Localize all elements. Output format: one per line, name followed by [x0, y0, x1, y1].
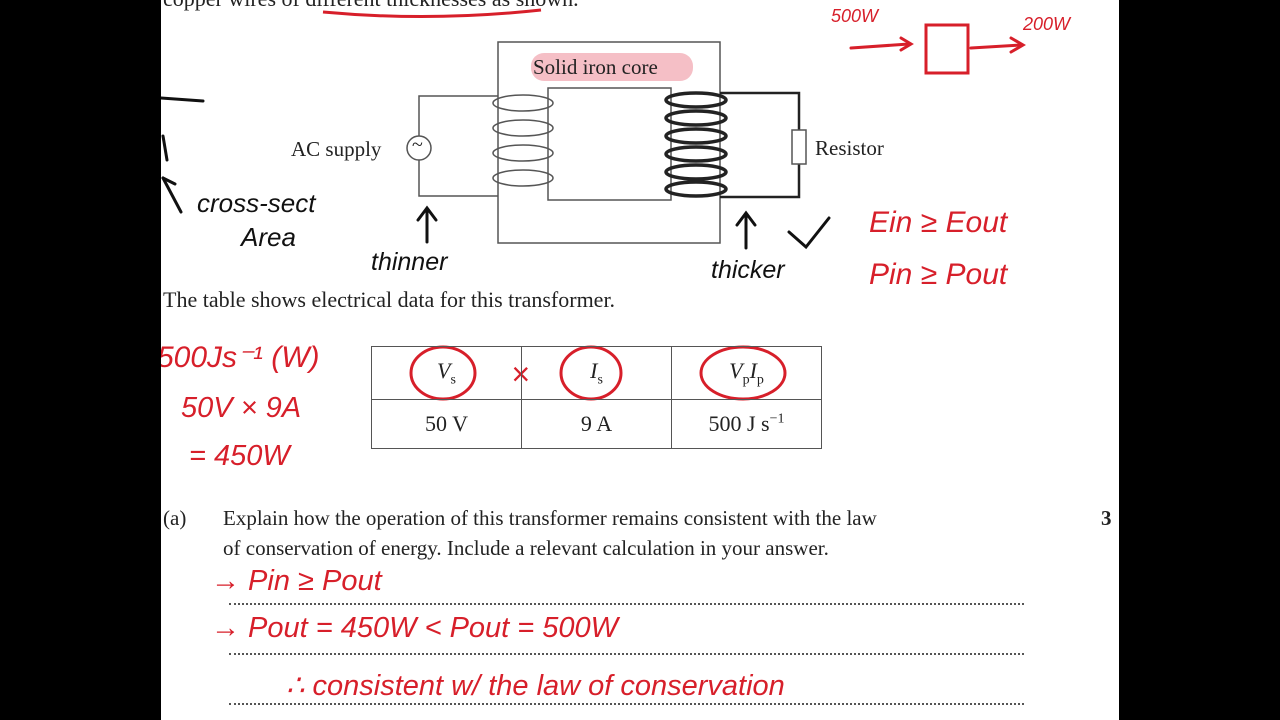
- hand-answer-3: ∴ consistent w/ the law of conservation: [286, 670, 785, 702]
- value-is: 9 A: [521, 399, 672, 449]
- hand-calc-result: = 450W: [189, 440, 290, 472]
- hand-calc-step: 50V × 9A: [181, 392, 302, 424]
- header-is: Is: [521, 346, 672, 400]
- answer-line-3: [229, 703, 1024, 705]
- value-power: 500 J s−1: [671, 399, 822, 449]
- hand-calc-unit: 500Js⁻¹ (W): [161, 341, 320, 374]
- hand-cross-section: cross-sect: [197, 188, 316, 218]
- hand-thinner: thinner: [371, 248, 448, 276]
- hand-power-relation: Pin ≥ Pout: [869, 258, 1008, 291]
- question-label: (a): [163, 506, 187, 530]
- top-line-text: copper wires of different thicknesses as…: [163, 0, 579, 12]
- table-header-row: Vs Is VpIp: [371, 346, 822, 400]
- hand-thicker: thicker: [711, 256, 785, 284]
- hand-energy-relation: Ein ≥ Eout: [869, 206, 1008, 239]
- supply-label: AC supply: [291, 137, 382, 161]
- question-marks: 3: [1101, 506, 1112, 530]
- hand-area: Area: [241, 222, 296, 252]
- worksheet-page: copper wires of different thicknesses as…: [161, 0, 1119, 720]
- supply-symbol: ~: [412, 134, 423, 156]
- answer-line-1: [229, 603, 1024, 605]
- question-line-2: of conservation of energy. Include a rel…: [223, 536, 829, 560]
- table-value-row: 50 V 9 A 500 J s−1: [371, 399, 822, 449]
- header-vpip: VpIp: [671, 346, 822, 400]
- value-vs: 50 V: [371, 399, 522, 449]
- hand-out-power: 200W: [1023, 14, 1071, 34]
- core-label: Solid iron core: [533, 55, 658, 79]
- transformer-data-table: Vs Is VpIp 50 V 9 A 500 J s−1: [371, 346, 822, 449]
- hand-in-power: 500W: [831, 6, 879, 26]
- hand-answer-2: → Pout = 450W < Pout = 500W: [211, 612, 619, 644]
- table-intro: The table shows electrical data for this…: [163, 287, 616, 312]
- resistor-label: Resistor: [815, 136, 884, 160]
- header-vs: Vs: [371, 346, 522, 400]
- question-line-1: Explain how the operation of this transf…: [223, 506, 877, 530]
- answer-line-2: [229, 653, 1024, 655]
- hand-answer-1: → Pin ≥ Pout: [211, 565, 382, 597]
